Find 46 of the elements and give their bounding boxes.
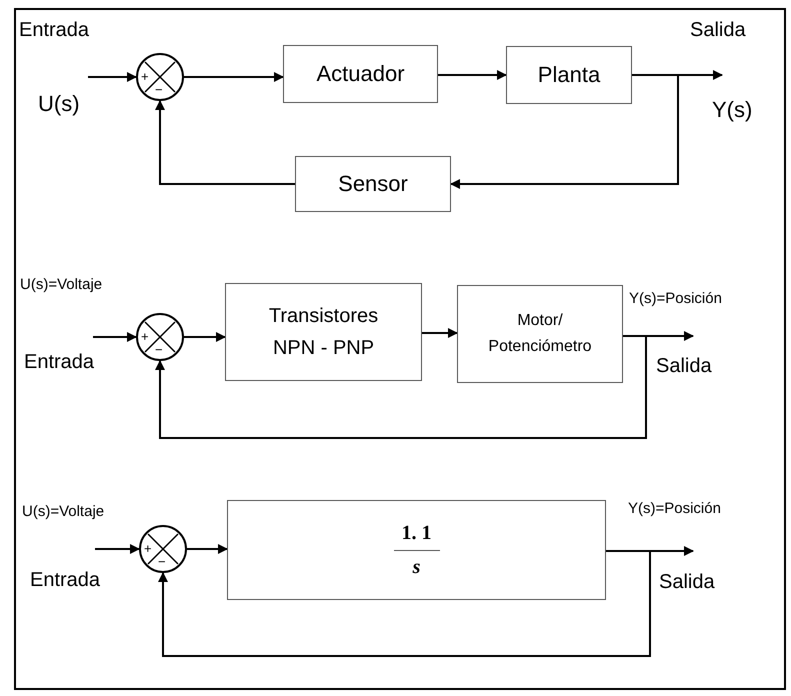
summing-junction — [136, 53, 184, 101]
arrow — [95, 544, 140, 554]
signal-label: Entrada — [30, 568, 100, 593]
arrow — [438, 70, 507, 80]
signal-label: U(s)=Voltaje — [20, 276, 102, 295]
arrow — [450, 74, 679, 189]
transfer-function-box — [227, 500, 606, 600]
signal-label: Y(s)=Posición — [628, 500, 721, 519]
process-box — [506, 46, 632, 104]
arrow — [88, 72, 137, 82]
signal-label: U(s)=Voltaje — [22, 503, 104, 522]
signal-label: Salida — [659, 570, 715, 595]
block-label: Motor/ Potenciómetro — [487, 311, 593, 357]
process-box — [225, 283, 422, 381]
block-label: Actuador — [316, 60, 405, 88]
arrow — [155, 100, 295, 185]
block-label: Transistores NPN - PNP — [268, 304, 380, 361]
block-label: Sensor — [338, 170, 408, 198]
arrow — [184, 332, 226, 342]
summing-junction — [136, 313, 184, 361]
signal-label: Salida — [656, 354, 712, 379]
sign-label: − — [155, 83, 163, 96]
summing-junction — [139, 525, 187, 573]
sign-label: + — [141, 330, 149, 343]
arrow — [187, 544, 228, 554]
numerator: 1. 1 — [394, 520, 440, 550]
arrow — [422, 328, 458, 338]
arrow — [93, 332, 137, 342]
signal-label: Entrada — [24, 350, 94, 375]
arrow — [158, 550, 651, 657]
signal-label: Y(s)=Posición — [629, 290, 722, 309]
process-box — [283, 45, 438, 103]
sign-label: − — [158, 555, 166, 568]
process-box — [295, 156, 451, 212]
signal-label: Entrada — [19, 18, 90, 43]
signal-label: Y(s) — [712, 96, 752, 124]
arrow — [184, 72, 284, 82]
arrow — [155, 335, 647, 439]
denominator: s — [412, 554, 422, 580]
block-label: Planta — [538, 61, 600, 90]
sign-label: + — [144, 542, 152, 555]
signal-label: U(s) — [38, 90, 80, 118]
signal-label: Salida — [690, 18, 746, 43]
sign-label: + — [141, 70, 149, 83]
sign-label: − — [155, 343, 163, 356]
process-box — [457, 285, 623, 383]
